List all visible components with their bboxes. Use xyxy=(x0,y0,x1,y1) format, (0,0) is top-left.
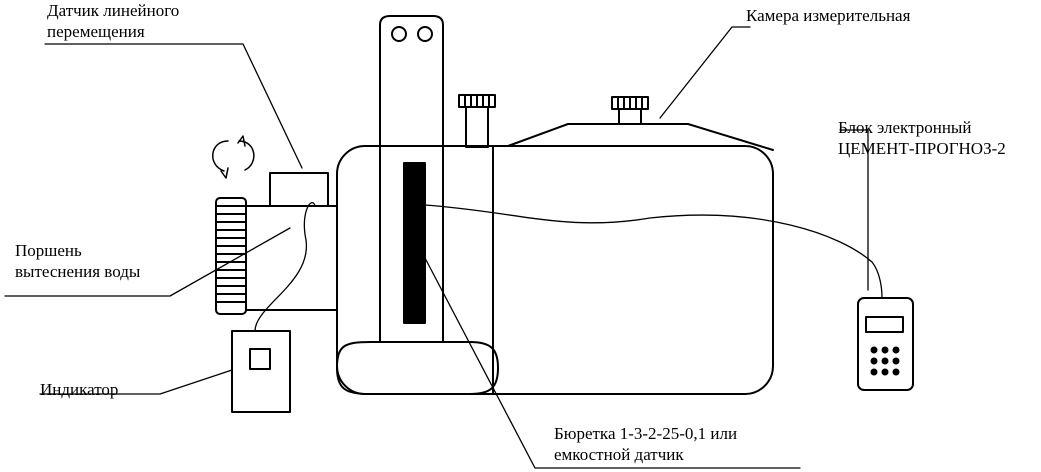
keypad-icon xyxy=(870,346,900,376)
label-indicator: Индикатор xyxy=(40,379,118,400)
label-burette-line1: Бюретка 1-3-2-25-0,1 или xyxy=(554,424,738,443)
label-linear-sensor-line1: Датчик линейного xyxy=(47,1,180,20)
piston-assembly xyxy=(215,197,338,315)
label-indicator-text: Индикатор xyxy=(40,380,119,399)
cables xyxy=(254,202,883,332)
burette xyxy=(379,15,444,343)
linear-sensor xyxy=(269,172,329,207)
label-burette-line2: емкостной датчик xyxy=(554,445,684,464)
leader-lines xyxy=(4,26,869,469)
label-measuring-chamber: Камера измерительная xyxy=(746,5,910,26)
label-burette: Бюретка 1-3-2-25-0,1 или емкостной датчи… xyxy=(554,423,737,465)
label-electronic-unit-line2: ЦЕМЕНТ-ПРОГНОЗ-2 xyxy=(838,139,1006,158)
label-electronic-unit: Блок электронный ЦЕМЕНТ-ПРОГНОЗ-2 xyxy=(838,117,1006,159)
label-linear-sensor: Датчик линейного перемещения xyxy=(47,0,179,42)
label-measuring-chamber-text: Камера измерительная xyxy=(746,6,911,25)
measuring-chamber xyxy=(336,123,774,395)
label-electronic-unit-line1: Блок электронный xyxy=(838,118,972,137)
label-linear-sensor-line2: перемещения xyxy=(47,22,145,41)
rotation-arrows-icon xyxy=(212,135,255,179)
electronic-unit xyxy=(857,297,914,391)
indicator-box xyxy=(231,330,291,413)
fill-cap-left xyxy=(458,94,496,148)
label-piston-line1: Поршень xyxy=(15,241,82,260)
label-piston: Поршень вытеснения воды xyxy=(15,240,140,282)
fill-cap-right xyxy=(611,96,649,125)
label-piston-line2: вытеснения воды xyxy=(15,262,141,281)
